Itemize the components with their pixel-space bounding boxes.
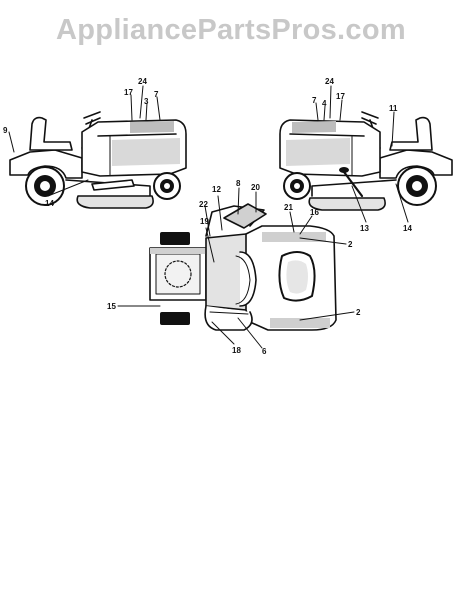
callout-24: 24: [138, 77, 147, 86]
callout-17: 17: [124, 88, 133, 97]
cropped-header-strip: ▔▔ ▔▔▔▔▔ ▔▔▔▔ ▔▔▔▔▔▔▔▔▔▔▔▔▔▔ ▔: [0, 0, 462, 6]
callout-6: 6: [262, 347, 267, 356]
callout-2: 2: [356, 308, 361, 317]
callout-7: 7: [312, 96, 317, 105]
tractor-left: [9, 111, 187, 209]
callout-24: 24: [325, 77, 334, 86]
callout-7: 7: [154, 90, 159, 99]
callout-15: 15: [107, 302, 116, 311]
watermark-logo: AppliancePartsPros.com: [56, 14, 406, 46]
tractor-right: [279, 111, 453, 211]
callout-17: 17: [336, 92, 345, 101]
callout-14: 14: [403, 224, 412, 233]
callout-14: 14: [45, 199, 54, 208]
callout-21: 21: [284, 203, 293, 212]
callout-13: 13: [360, 224, 369, 233]
callout-12: 12: [212, 185, 221, 194]
callout-8: 8: [236, 179, 241, 188]
callout-9: 9: [3, 126, 8, 135]
hood-assembly-exploded: [149, 203, 337, 331]
cropped-header-text: ▔: [400, 0, 408, 5]
callout-2: 2: [348, 240, 353, 249]
callout-19: 19: [200, 217, 209, 226]
callout-16: 16: [310, 208, 319, 217]
callout-22: 22: [199, 200, 208, 209]
cropped-header-text: ▔▔▔▔ ▔▔▔▔▔▔▔▔▔▔▔▔▔▔: [185, 0, 331, 5]
callout-11: 11: [389, 104, 398, 113]
callout-18: 18: [232, 346, 241, 355]
callout-4: 4: [322, 99, 327, 108]
callout-3: 3: [144, 97, 149, 106]
cropped-header-text: ▔▔ ▔▔▔▔▔: [60, 0, 119, 5]
callout-20: 20: [251, 183, 260, 192]
